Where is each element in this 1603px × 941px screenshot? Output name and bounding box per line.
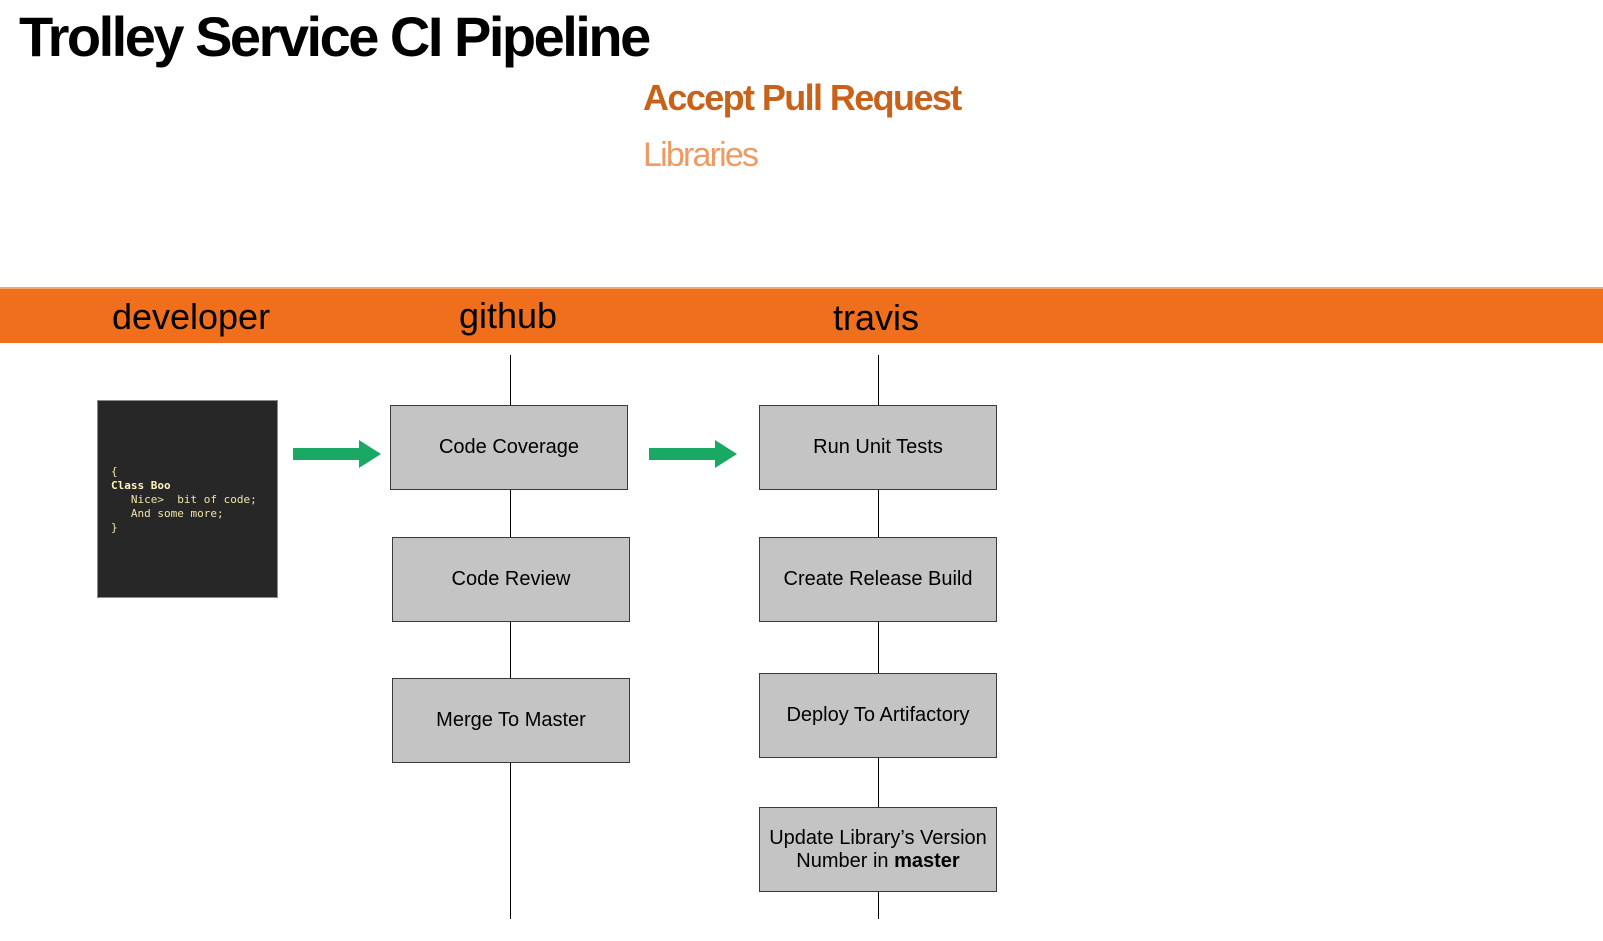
lane-header-bar: developer github travis: [0, 287, 1603, 343]
code-snippet-card: {Class Boo Nice> bit of code; And some m…: [97, 400, 278, 598]
code-line: Class Boo: [111, 479, 171, 492]
step-label: Deploy To Artifactory: [786, 704, 970, 726]
travis-lifeline: [878, 355, 879, 919]
step-deploy-to-artifactory: Deploy To Artifactory: [759, 673, 997, 758]
right-arrow-icon: [649, 440, 737, 468]
lane-label-github: github: [458, 295, 558, 336]
step-label: Code Coverage: [438, 436, 580, 458]
step-label: Create Release Build: [783, 568, 973, 590]
step-label-line1: Update Library’s Version: [769, 826, 987, 849]
step-label: Run Unit Tests: [813, 436, 943, 458]
github-lifeline: [510, 355, 511, 919]
code-line: }: [111, 521, 118, 534]
code-line: Nice> bit of code;: [111, 493, 257, 506]
step-merge-to-master: Merge To Master: [392, 678, 630, 763]
code-snippet: {Class Boo Nice> bit of code; And some m…: [111, 465, 257, 535]
lane-label-travis: travis: [832, 297, 920, 338]
page-subtitle: Accept Pull Request: [643, 77, 962, 118]
page-subheading: Libraries: [643, 136, 759, 174]
step-create-release-build: Create Release Build: [759, 537, 997, 622]
right-arrow-icon: [293, 440, 381, 468]
step-label: Code Review: [451, 568, 571, 590]
step-code-review: Code Review: [392, 537, 630, 622]
code-line: {: [111, 465, 118, 478]
step-label: Merge To Master: [436, 709, 586, 731]
code-line: And some more;: [111, 507, 224, 520]
lane-label-developer: developer: [111, 296, 271, 337]
step-label-line2-bold: master: [894, 849, 960, 872]
page-title: Trolley Service CI Pipeline: [19, 5, 651, 68]
step-code-coverage: Code Coverage: [390, 405, 628, 490]
step-run-unit-tests: Run Unit Tests: [759, 405, 997, 490]
step-label-line2-prefix: Number in: [796, 849, 895, 872]
